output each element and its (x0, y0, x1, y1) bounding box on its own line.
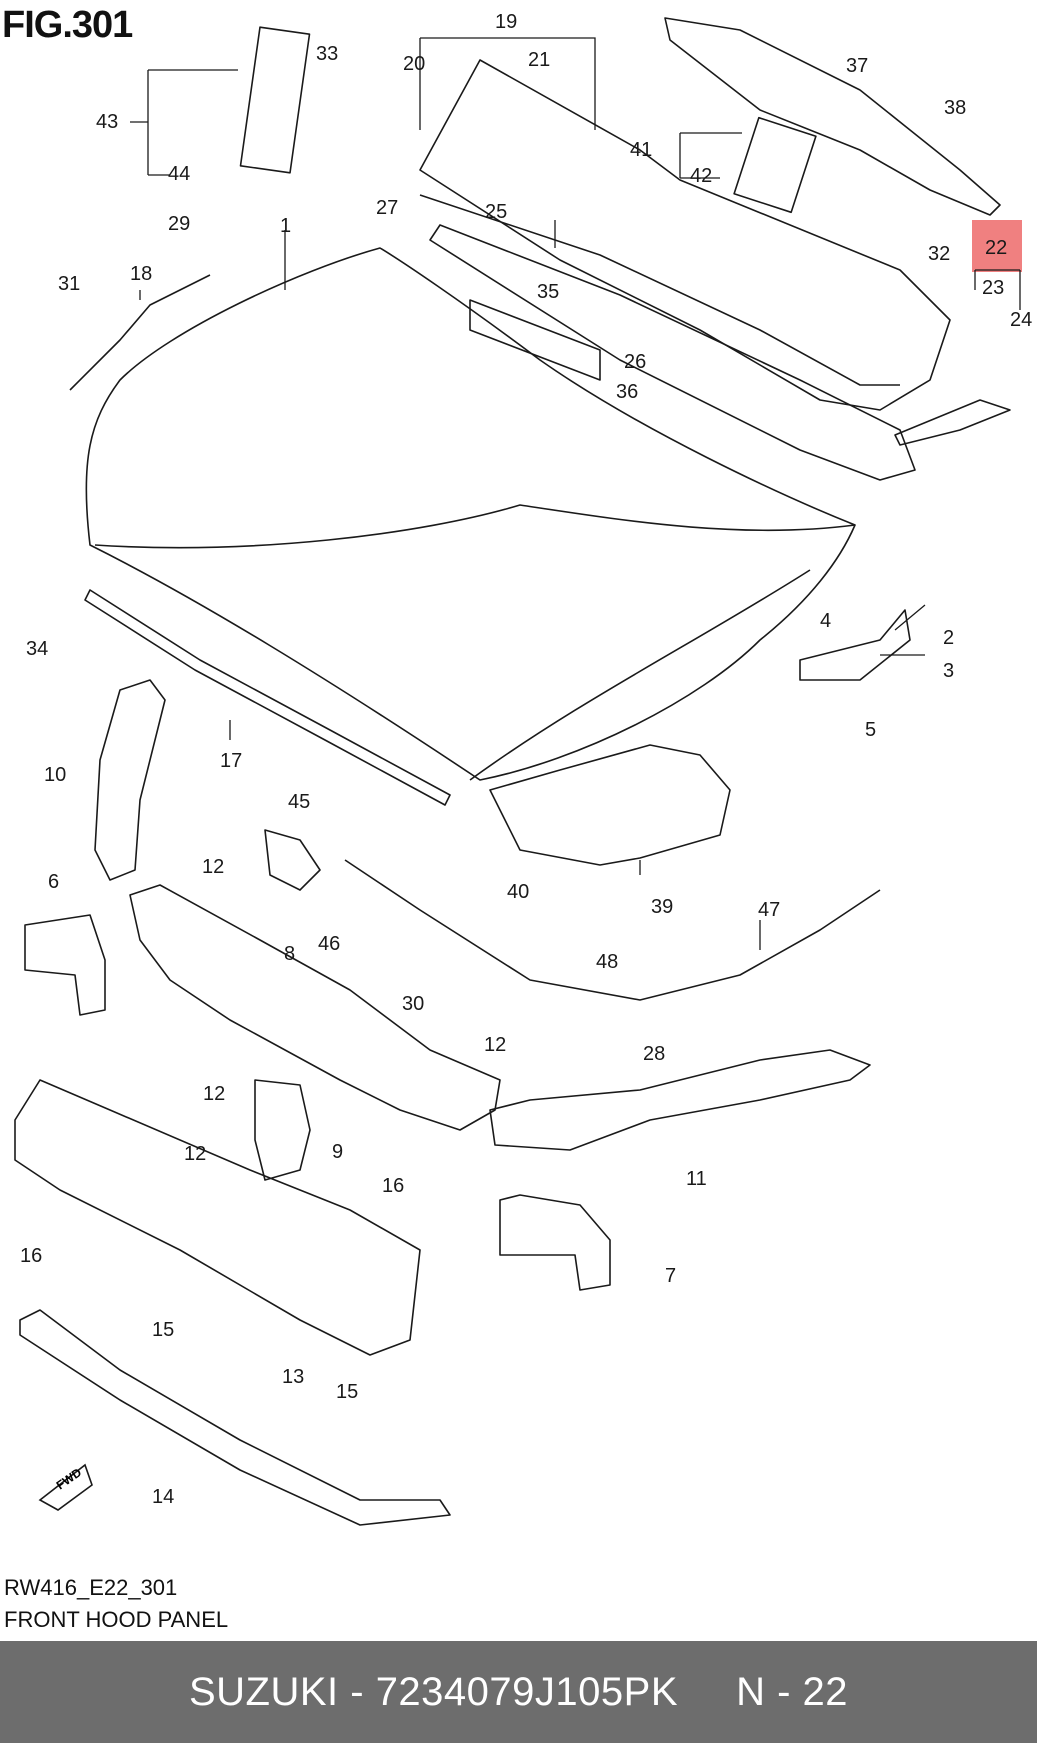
callout-25: 25 (485, 201, 507, 223)
cowl-pad (469, 299, 601, 381)
cowl-panel (419, 59, 951, 411)
figure-code: RW416_E22_301 (4, 1575, 178, 1600)
footer-separator: - (338, 1669, 376, 1714)
callout-29: 29 (168, 213, 190, 235)
callout-1: 1 (280, 215, 291, 237)
callout-23: 23 (982, 277, 1004, 299)
callout-43: 43 (96, 111, 118, 133)
callout-20: 20 (403, 53, 425, 75)
hood-insulator (489, 744, 731, 866)
callout-34: 34 (26, 638, 48, 660)
hood-ledge-right (489, 1049, 871, 1151)
bracket-6 (24, 914, 106, 1016)
callout-15b: 15 (336, 1381, 358, 1403)
footer-brand: SUZUKI (188, 1669, 339, 1714)
release-cable (344, 859, 881, 1001)
hood-seal-strip (84, 589, 451, 806)
callout-28: 28 (643, 1043, 665, 1065)
bracket-9 (254, 1079, 311, 1181)
figure-caption: FRONT HOOD PANEL (4, 1607, 229, 1632)
callout-21: 21 (528, 49, 550, 71)
parts-diagram: FWD 1 2 3 4 5 6 7 8 9 10 11 12 12 12 12 … (14, 11, 1032, 1526)
callout-15a: 15 (152, 1319, 174, 1341)
footer-page-label: N - 22 (736, 1669, 849, 1714)
radiator-support-upper (129, 884, 501, 1131)
callout-35: 35 (537, 281, 559, 303)
callout-16a: 16 (20, 1245, 42, 1267)
bracket-23 (894, 399, 1011, 446)
footer-bar: SUZUKI - 7234079J105PK N - 22 (0, 1641, 1037, 1743)
callout-17: 17 (220, 750, 242, 772)
callout-44: 44 (168, 163, 190, 185)
callout-2: 2 (943, 627, 954, 649)
callout-48: 48 (596, 951, 618, 973)
front-bumper-beam (14, 1079, 421, 1356)
highlight-box-22 (972, 220, 1022, 272)
callout-10: 10 (44, 764, 66, 786)
callout-8: 8 (284, 943, 295, 965)
cowl-side-panel (664, 17, 1001, 216)
callout-33: 33 (316, 43, 338, 65)
callout-6: 6 (48, 871, 59, 893)
callout-26: 26 (624, 351, 646, 373)
bracket-7 (499, 1194, 611, 1291)
callout-31: 31 (58, 273, 80, 295)
callout-19: 19 (495, 11, 517, 33)
callout-13: 13 (282, 1366, 304, 1388)
callout-42: 42 (690, 165, 712, 187)
lower-absorber (19, 1309, 451, 1526)
figure-title: FIG.301 (2, 4, 133, 46)
callout-36: 36 (616, 381, 638, 403)
callout-37: 37 (846, 55, 868, 77)
callout-41: 41 (630, 139, 652, 161)
hood-prop-rod (69, 274, 211, 391)
callout-16b: 16 (382, 1175, 404, 1197)
hood-lock (264, 829, 321, 891)
footer-part-number: 7234079J105PK (375, 1669, 679, 1714)
footer-gap (678, 1670, 736, 1715)
callout-47: 47 (758, 899, 780, 921)
callout-38: 38 (944, 97, 966, 119)
callout-11: 11 (686, 1168, 707, 1190)
side-member-left (94, 679, 166, 881)
forward-arrow-icon: FWD (38, 1463, 93, 1511)
callout-9: 9 (332, 1141, 343, 1163)
callout-14: 14 (152, 1486, 174, 1508)
callout-39: 39 (651, 896, 673, 918)
callout-22: 22 (985, 237, 1007, 259)
callout-40: 40 (507, 881, 529, 903)
callout-12c: 12 (484, 1034, 506, 1056)
callout-32: 32 (928, 243, 950, 265)
callout-46: 46 (318, 933, 340, 955)
callout-3: 3 (943, 660, 954, 682)
callout-12d: 12 (184, 1143, 206, 1165)
callout-24: 24 (1010, 309, 1032, 331)
callout-5: 5 (865, 719, 876, 741)
callout-45: 45 (288, 791, 310, 813)
callout-4: 4 (820, 610, 831, 632)
callout-27: 27 (376, 197, 398, 219)
callout-30: 30 (402, 993, 424, 1015)
cowl-grille-left (239, 26, 311, 174)
hood-panel (85, 247, 856, 781)
callout-18: 18 (130, 263, 152, 285)
callout-12b: 12 (203, 1083, 225, 1105)
cowl-grille-right (733, 116, 817, 214)
callout-12a: 12 (202, 856, 224, 878)
hood-hinge (799, 609, 911, 681)
callout-7: 7 (665, 1265, 676, 1287)
